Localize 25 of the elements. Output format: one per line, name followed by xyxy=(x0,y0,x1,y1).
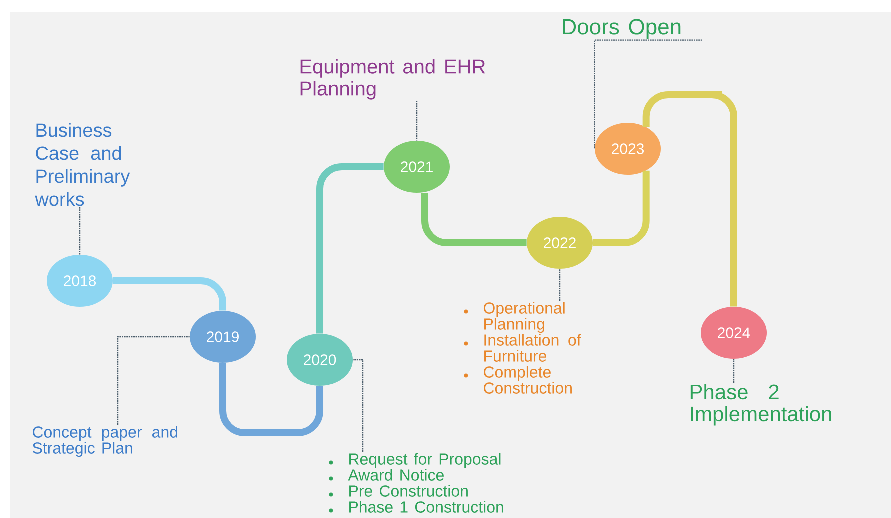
node-label: Award Notice xyxy=(348,469,444,481)
bullet-list: Operational Planning Installation of Furniture Complete Construction xyxy=(464,302,582,394)
leader-line xyxy=(594,40,702,149)
leader-line xyxy=(559,269,561,301)
bullet-list: Request for Proposal Award Notice Pre Construction Phase 1 Construction xyxy=(329,453,504,513)
node-label: Operational Planning xyxy=(484,302,565,334)
leader-line xyxy=(416,101,418,141)
heading-text: Equipment and EHR Planning xyxy=(300,59,486,100)
timeline-path xyxy=(316,164,384,334)
leader-line xyxy=(353,359,364,452)
heading-text: Business Case and Preliminary works xyxy=(35,123,130,206)
node-label: Complete Construction xyxy=(484,366,572,394)
node-label: Installation of Furniture xyxy=(484,334,582,362)
timeline-path xyxy=(422,193,527,246)
node-label: Request for Proposal xyxy=(350,453,501,468)
leader-line xyxy=(79,207,81,255)
node-label: Phase 1 Construction xyxy=(350,501,504,513)
timeline-path xyxy=(593,170,650,246)
node-label: Pre Construction xyxy=(350,485,468,497)
leader-line xyxy=(733,359,735,383)
leader-line xyxy=(117,336,190,425)
note-text: Concept paper and Strategic Plan xyxy=(32,426,178,458)
heading-text: Doors Open xyxy=(563,19,681,40)
heading-text: Phase 2 Implementation xyxy=(690,384,832,426)
timeline-path xyxy=(220,363,324,436)
